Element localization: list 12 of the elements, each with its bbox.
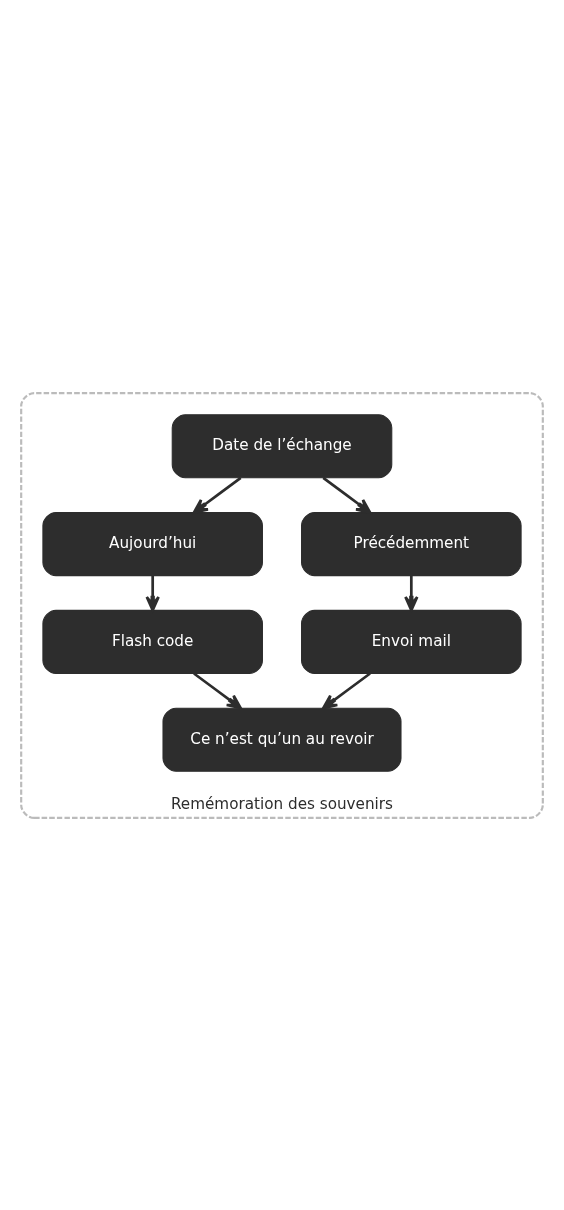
arrow bbox=[145, 575, 160, 611]
arrow bbox=[193, 671, 243, 709]
arrow bbox=[322, 476, 372, 514]
node-box: Date de l’échange bbox=[171, 413, 393, 478]
node-box: Envoi mail bbox=[301, 609, 522, 674]
arrow bbox=[192, 476, 242, 514]
arrow bbox=[404, 575, 419, 611]
node-box: Aujourd’hui bbox=[42, 511, 263, 576]
arrow bbox=[321, 671, 371, 709]
node-box: Flash code bbox=[42, 609, 263, 674]
node-box: Précédemment bbox=[301, 511, 522, 576]
node-box: Ce n’est qu’un au revoir bbox=[162, 707, 402, 772]
